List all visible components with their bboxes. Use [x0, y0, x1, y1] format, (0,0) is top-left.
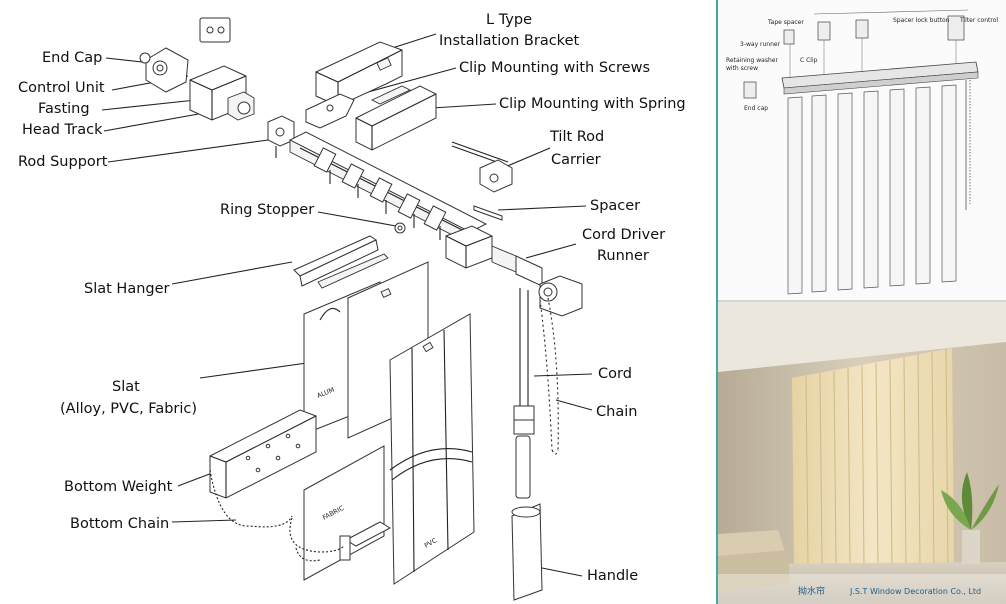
bottom-chain-part	[209, 469, 345, 562]
label-cord: Cord	[598, 366, 632, 382]
label-slat: Slat	[112, 379, 140, 395]
carriers	[313, 147, 447, 240]
teal-divider	[716, 0, 718, 604]
slats: ALUM PVC FABRIC	[303, 261, 475, 585]
label-slat-hanger: Slat Hanger	[84, 281, 170, 297]
handle-part	[511, 435, 543, 601]
tilter-control-part	[538, 275, 583, 317]
end-clip-part	[199, 17, 231, 43]
exploded-blind-diagram: ALUM PVC FABRIC	[18, 12, 686, 601]
label-spacer: Spacer	[590, 198, 640, 214]
label-fasting: Fasting	[38, 101, 90, 117]
label-slat-materials: (Alloy, PVC, Fabric)	[60, 401, 197, 417]
slat-hanger-part	[293, 235, 389, 289]
reference-sketch: Tape spacer Spacer lock button Tilter co…	[718, 0, 1006, 300]
end-cap-part	[139, 47, 189, 93]
label-bottom-chain: Bottom Chain	[70, 516, 169, 532]
l-type-bracket-part	[315, 41, 403, 107]
label-bottom-weight: Bottom Weight	[64, 479, 173, 495]
chain-part	[539, 297, 559, 455]
ref-label-3way-runner: 3-way runner	[740, 41, 781, 48]
clip-spring-part	[355, 85, 437, 151]
spacer-part	[473, 205, 503, 221]
tilt-rod-carrier-part	[451, 141, 513, 193]
ref-runner-part	[783, 29, 795, 45]
label-head-track: Head Track	[22, 122, 103, 138]
label-chain: Chain	[596, 404, 637, 420]
label-runner: Runner	[597, 248, 649, 264]
bottom-weight-part	[209, 409, 392, 561]
photo-plant	[941, 472, 999, 564]
watermark-brand: 拗水帘	[798, 585, 825, 597]
photo-blind	[792, 348, 954, 568]
label-tilt-rod: Tilt Rod	[549, 129, 604, 145]
head-track-bar	[288, 131, 488, 245]
brackets	[305, 41, 513, 221]
label-l-type: L Type	[486, 12, 532, 28]
label-carrier: Carrier	[551, 152, 601, 168]
ref-label-end-cap: End cap	[744, 105, 768, 112]
slat-fabric: FABRIC	[303, 445, 385, 581]
label-control-unit: Control Unit	[18, 80, 105, 96]
slat-pvc-tall: PVC	[389, 313, 475, 585]
control-unit-part	[189, 65, 255, 121]
label-rod-support: Rod Support	[18, 154, 108, 170]
clip-screws-part	[305, 93, 355, 129]
ref-label-with-screw: with screw	[726, 65, 758, 72]
cord-chain-handle	[511, 288, 559, 601]
ref-vanes	[787, 84, 957, 295]
ref-label-spacer-lock: Spacer lock button	[893, 17, 950, 24]
label-ring-stopper: Ring Stopper	[220, 202, 314, 218]
ref-label-tape-spacer: Tape spacer	[767, 19, 804, 26]
cord-driver-part	[445, 225, 543, 287]
head-track-assembly	[139, 17, 583, 317]
ref-end-cap-part	[743, 81, 757, 99]
label-installation-bracket: Installation Bracket	[439, 33, 579, 49]
ref-label-tilter-control: Tilter control	[959, 17, 998, 24]
ref-label-c-clip: C Clip	[800, 57, 818, 64]
label-cord-driver: Cord Driver	[582, 227, 665, 243]
label-end-cap: End Cap	[42, 50, 102, 66]
watermark-company: J.S.T Window Decoration Co., Ltd	[849, 587, 981, 596]
label-handle: Handle	[587, 568, 638, 584]
photo-vane-lines	[805, 348, 949, 569]
label-clip-screws: Clip Mounting with Screws	[459, 60, 650, 76]
part-labels: End Cap Control Unit Fasting Head Track …	[18, 12, 686, 584]
room-photo: 拗水帘 J.S.T Window Decoration Co., Ltd	[718, 302, 1006, 604]
ref-label-retaining-washer: Retaining washer	[726, 57, 778, 64]
label-clip-spring: Clip Mounting with Spring	[499, 96, 686, 112]
panel-separator	[718, 300, 1006, 302]
ref-tape-spacer-part	[817, 21, 831, 41]
